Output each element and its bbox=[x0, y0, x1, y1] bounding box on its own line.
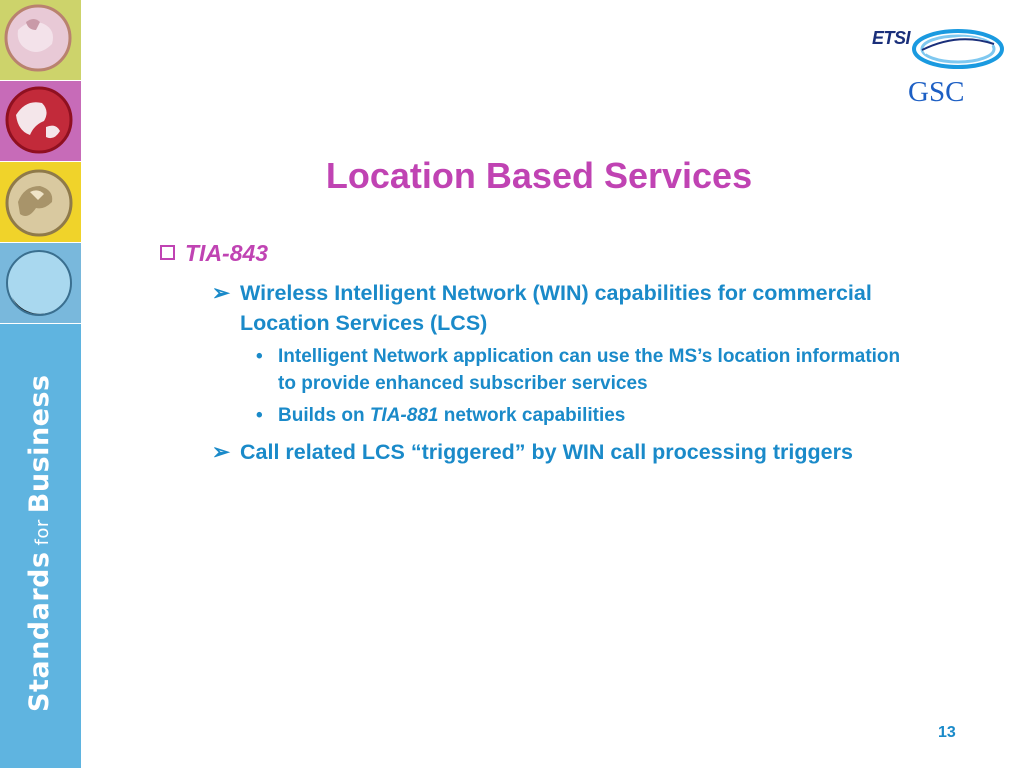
level1-item: TIA-843 bbox=[160, 240, 268, 267]
tagline-for: for bbox=[32, 519, 53, 546]
level1-text: TIA-843 bbox=[185, 240, 269, 266]
globe-icon bbox=[5, 86, 73, 154]
sub-2-italic: TIA-881 bbox=[369, 405, 439, 426]
arrow-bullet-icon: ➢ bbox=[212, 440, 231, 464]
point-2-text: Call related LCS “triggered” by WIN call… bbox=[240, 440, 853, 464]
slide-title: Location Based Services bbox=[325, 155, 753, 196]
sub-bullet-1: • Intelligent Network application can us… bbox=[256, 343, 906, 397]
point-1-text: Wireless Intelligent Network (WIN) capab… bbox=[240, 281, 872, 335]
checkbox-bullet-icon bbox=[160, 245, 175, 260]
sub-2-text: Builds on TIA-881 network capabilities bbox=[278, 402, 906, 429]
page-number: 13 bbox=[938, 724, 956, 741]
globe-tile-magenta bbox=[0, 81, 81, 161]
dot-bullet-icon: • bbox=[256, 346, 263, 367]
tagline-business: Business bbox=[24, 374, 55, 514]
globe-icon bbox=[5, 169, 73, 237]
arrow-bullet-icon: ➢ bbox=[212, 281, 231, 305]
etsi-gsc-logo: ETSI GSC bbox=[872, 26, 1006, 110]
sidebar-tagline: Standards for Business bbox=[24, 374, 55, 712]
globe-icon bbox=[4, 4, 72, 72]
gsc-wordmark: GSC bbox=[908, 76, 965, 108]
sub-bullet-2: • Builds on TIA-881 network capabilities bbox=[256, 402, 906, 429]
etsi-wordmark: ETSI bbox=[872, 28, 911, 48]
globe-tile-blue bbox=[0, 243, 81, 323]
sub-2-suffix: network capabilities bbox=[438, 405, 626, 426]
sub-2-prefix: Builds on bbox=[278, 405, 370, 426]
etsi-swoosh-icon bbox=[912, 29, 1004, 69]
bullet-point-2: ➢ Call related LCS “triggered” by WIN ca… bbox=[212, 437, 892, 467]
left-sidebar: Standards for Business bbox=[0, 0, 81, 768]
bullet-point-1: ➢ Wireless Intelligent Network (WIN) cap… bbox=[212, 278, 892, 338]
tile-divider bbox=[0, 161, 81, 162]
globe-tile-yellow bbox=[0, 162, 81, 242]
globe-tile-green bbox=[0, 0, 81, 80]
tile-divider bbox=[0, 323, 81, 324]
dot-bullet-icon: • bbox=[256, 405, 263, 426]
globe-icon bbox=[6, 250, 72, 316]
sub-1-text: Intelligent Network application can use … bbox=[278, 346, 901, 394]
tile-divider bbox=[0, 80, 81, 81]
tile-divider bbox=[0, 242, 81, 243]
tagline-standards: Standards bbox=[24, 551, 55, 712]
